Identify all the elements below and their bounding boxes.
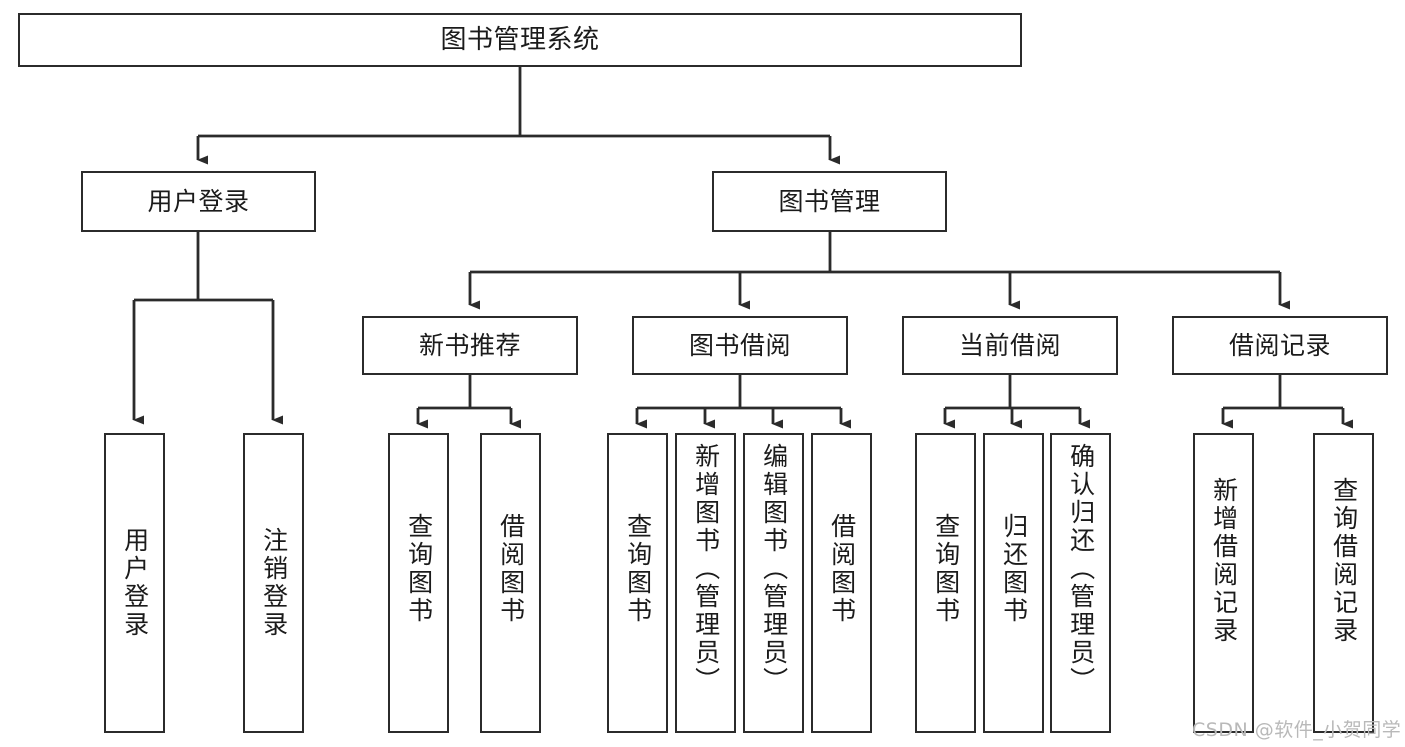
node-leaf-logout-login[interactable]: 注销登录 [243,433,304,733]
node-new-book-recommend[interactable]: 新书推荐 [362,316,578,375]
node-label: 借阅图书 [827,513,857,625]
node-label: 归还图书 [999,513,1029,625]
node-label: 图书管理 [778,186,881,216]
node-label: 新增借阅记录 [1209,477,1239,645]
node-label: 确认归还（管理员） [1066,443,1096,695]
node-book-borrow[interactable]: 图书借阅 [632,316,848,375]
node-root-book-management-system[interactable]: 图书管理系统 [18,13,1022,67]
csdn-watermark: CSDN @软件_小贺同学 [1192,719,1402,741]
node-label: 用户登录 [147,186,250,216]
node-label: 图书管理系统 [440,24,600,55]
node-label: 查询图书 [931,513,961,625]
node-leaf-add-book-admin[interactable]: 新增图书（管理员） [675,433,736,733]
node-leaf-return-book[interactable]: 归还图书 [983,433,1044,733]
node-label: 查询借阅记录 [1329,477,1359,645]
node-leaf-add-borrow-record[interactable]: 新增借阅记录 [1193,433,1254,733]
node-leaf-user-login[interactable]: 用户登录 [104,433,165,733]
node-leaf-query-book-new[interactable]: 查询图书 [388,433,449,733]
node-book-management[interactable]: 图书管理 [712,171,947,232]
node-user-login[interactable]: 用户登录 [81,171,316,232]
node-leaf-query-borrow-record[interactable]: 查询借阅记录 [1313,433,1374,733]
node-label: 查询图书 [404,513,434,625]
node-label: 编辑图书（管理员） [759,443,789,695]
node-label: 注销登录 [259,527,289,639]
node-leaf-edit-book-admin[interactable]: 编辑图书（管理员） [743,433,804,733]
node-leaf-query-book-borrow[interactable]: 查询图书 [607,433,668,733]
node-leaf-borrow-book-borrow[interactable]: 借阅图书 [811,433,872,733]
node-leaf-query-book-current[interactable]: 查询图书 [915,433,976,733]
node-label: 当前借阅 [958,330,1061,360]
node-borrow-record[interactable]: 借阅记录 [1172,316,1388,375]
node-label: 用户登录 [120,527,150,639]
node-label: 查询图书 [623,513,653,625]
node-leaf-confirm-return-admin[interactable]: 确认归还（管理员） [1050,433,1111,733]
node-label: 图书借阅 [688,330,791,360]
node-label: 借阅图书 [496,513,526,625]
node-leaf-borrow-book-new[interactable]: 借阅图书 [480,433,541,733]
node-label: 新增图书（管理员） [691,443,721,695]
node-label: 借阅记录 [1228,330,1331,360]
node-current-borrow[interactable]: 当前借阅 [902,316,1118,375]
node-label: 新书推荐 [418,330,521,360]
